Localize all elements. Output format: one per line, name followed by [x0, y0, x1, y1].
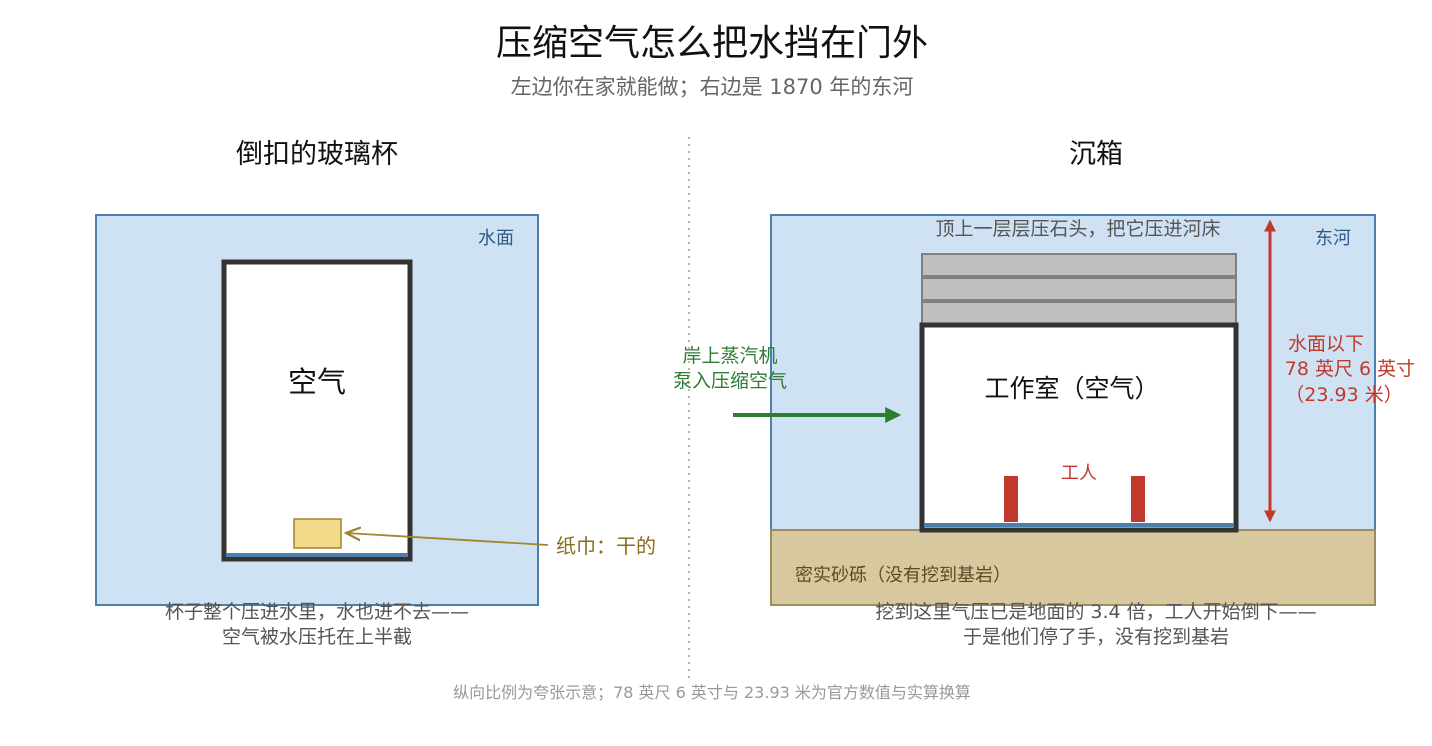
page-title: 压缩空气怎么把水挡在门外: [496, 23, 928, 64]
stone-layer: [921, 253, 1237, 277]
worker-figure: [1004, 476, 1018, 522]
right-caption-line1: 挖到这里气压已是地面的 3.4 倍，工人开始倒下——: [875, 601, 1316, 623]
stone-layer: [921, 277, 1237, 301]
river-label: 东河: [1315, 228, 1351, 249]
page-subtitle: 左边你在家就能做；右边是 1870 年的东河: [511, 75, 914, 99]
paper-pointer-arrow: [346, 533, 549, 546]
depth-label-line3: （23.93 米）: [1285, 384, 1402, 406]
right-caption-line2: 于是他们停了手，没有挖到基岩: [963, 626, 1229, 648]
stones-label: 顶上一层层压石头，把它压进河床: [935, 218, 1220, 240]
left-caption-line1: 杯子整个压进水里，水也进不去——: [165, 601, 469, 623]
air-label: 空气: [288, 365, 346, 399]
pump-label-line1: 岸上蒸汽机: [682, 345, 777, 367]
stone-layer: [921, 301, 1237, 325]
workers-label: 工人: [1061, 463, 1097, 484]
paper-towel: [293, 518, 342, 549]
footnote: 纵向比例为夸张示意；78 英尺 6 英寸与 23.93 米为官方数值与实算换算: [453, 683, 971, 702]
ground-label: 密实砂砾（没有挖到基岩）: [795, 565, 1011, 586]
glass-water-line: [226, 553, 408, 557]
left-heading: 倒扣的玻璃杯: [236, 139, 398, 170]
worker-figure: [1131, 476, 1145, 522]
depth-label-line1: 水面以下: [1288, 333, 1364, 355]
right-heading: 沉箱: [1069, 139, 1123, 170]
pump-label-line2: 泵入压缩空气: [673, 370, 787, 392]
water-surface-label: 水面: [478, 228, 514, 249]
chamber-label: 工作室（空气）: [984, 374, 1159, 403]
left-caption-line2: 空气被水压托在上半截: [222, 626, 412, 648]
glass-cup: [221, 259, 413, 562]
chamber-water-line: [924, 523, 1234, 527]
paper-label: 纸巾：干的: [556, 534, 656, 558]
depth-label-line2: 78 英尺 6 英寸: [1285, 358, 1415, 380]
caisson-chamber: [919, 322, 1239, 533]
